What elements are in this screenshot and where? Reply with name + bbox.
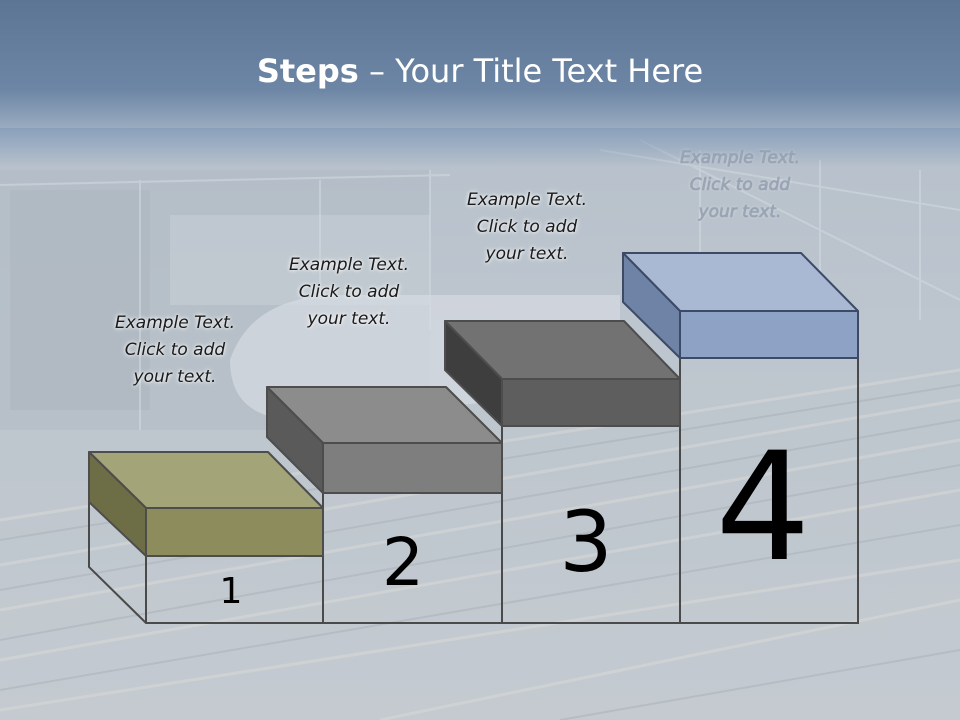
title-bold: Steps [256,52,359,90]
step-block-3[interactable] [444,320,681,427]
header-fade [0,128,960,168]
step-number-2: 2 [382,524,424,601]
caption-2-line3: your text. [307,309,391,329]
step-caption-4[interactable]: Example Text. Click to add your text. [660,145,820,226]
caption-3-line3: your text. [485,244,569,264]
step-block-4[interactable] [622,252,859,359]
step-block-2[interactable] [266,386,503,494]
title-rest: – Your Title Text Here [358,52,704,90]
step-number-4: 4 [715,421,810,595]
step-caption-1[interactable]: Example Text. Click to add your text. [95,310,255,391]
caption-4-line1: Example Text. [679,148,801,168]
step-number-3: 3 [559,493,612,591]
caption-1-line2: Click to add [124,340,226,360]
step-caption-3[interactable]: Example Text. Click to add your text. [447,187,607,268]
caption-2-line1: Example Text. [288,255,410,275]
caption-1-line1: Example Text. [114,313,236,333]
caption-3-line2: Click to add [476,217,578,237]
step-number-1: 1 [220,571,243,612]
caption-3-line1: Example Text. [466,190,588,210]
step-block-1[interactable] [88,451,324,557]
caption-2-line2: Click to add [298,282,400,302]
caption-4-line2: Click to add [689,175,791,195]
slide-title[interactable]: Steps – Your Title Text Here [0,52,960,90]
header-band [0,0,960,128]
caption-1-line3: your text. [133,367,217,387]
step-caption-2[interactable]: Example Text. Click to add your text. [269,252,429,333]
caption-4-line3: your text. [698,202,782,222]
